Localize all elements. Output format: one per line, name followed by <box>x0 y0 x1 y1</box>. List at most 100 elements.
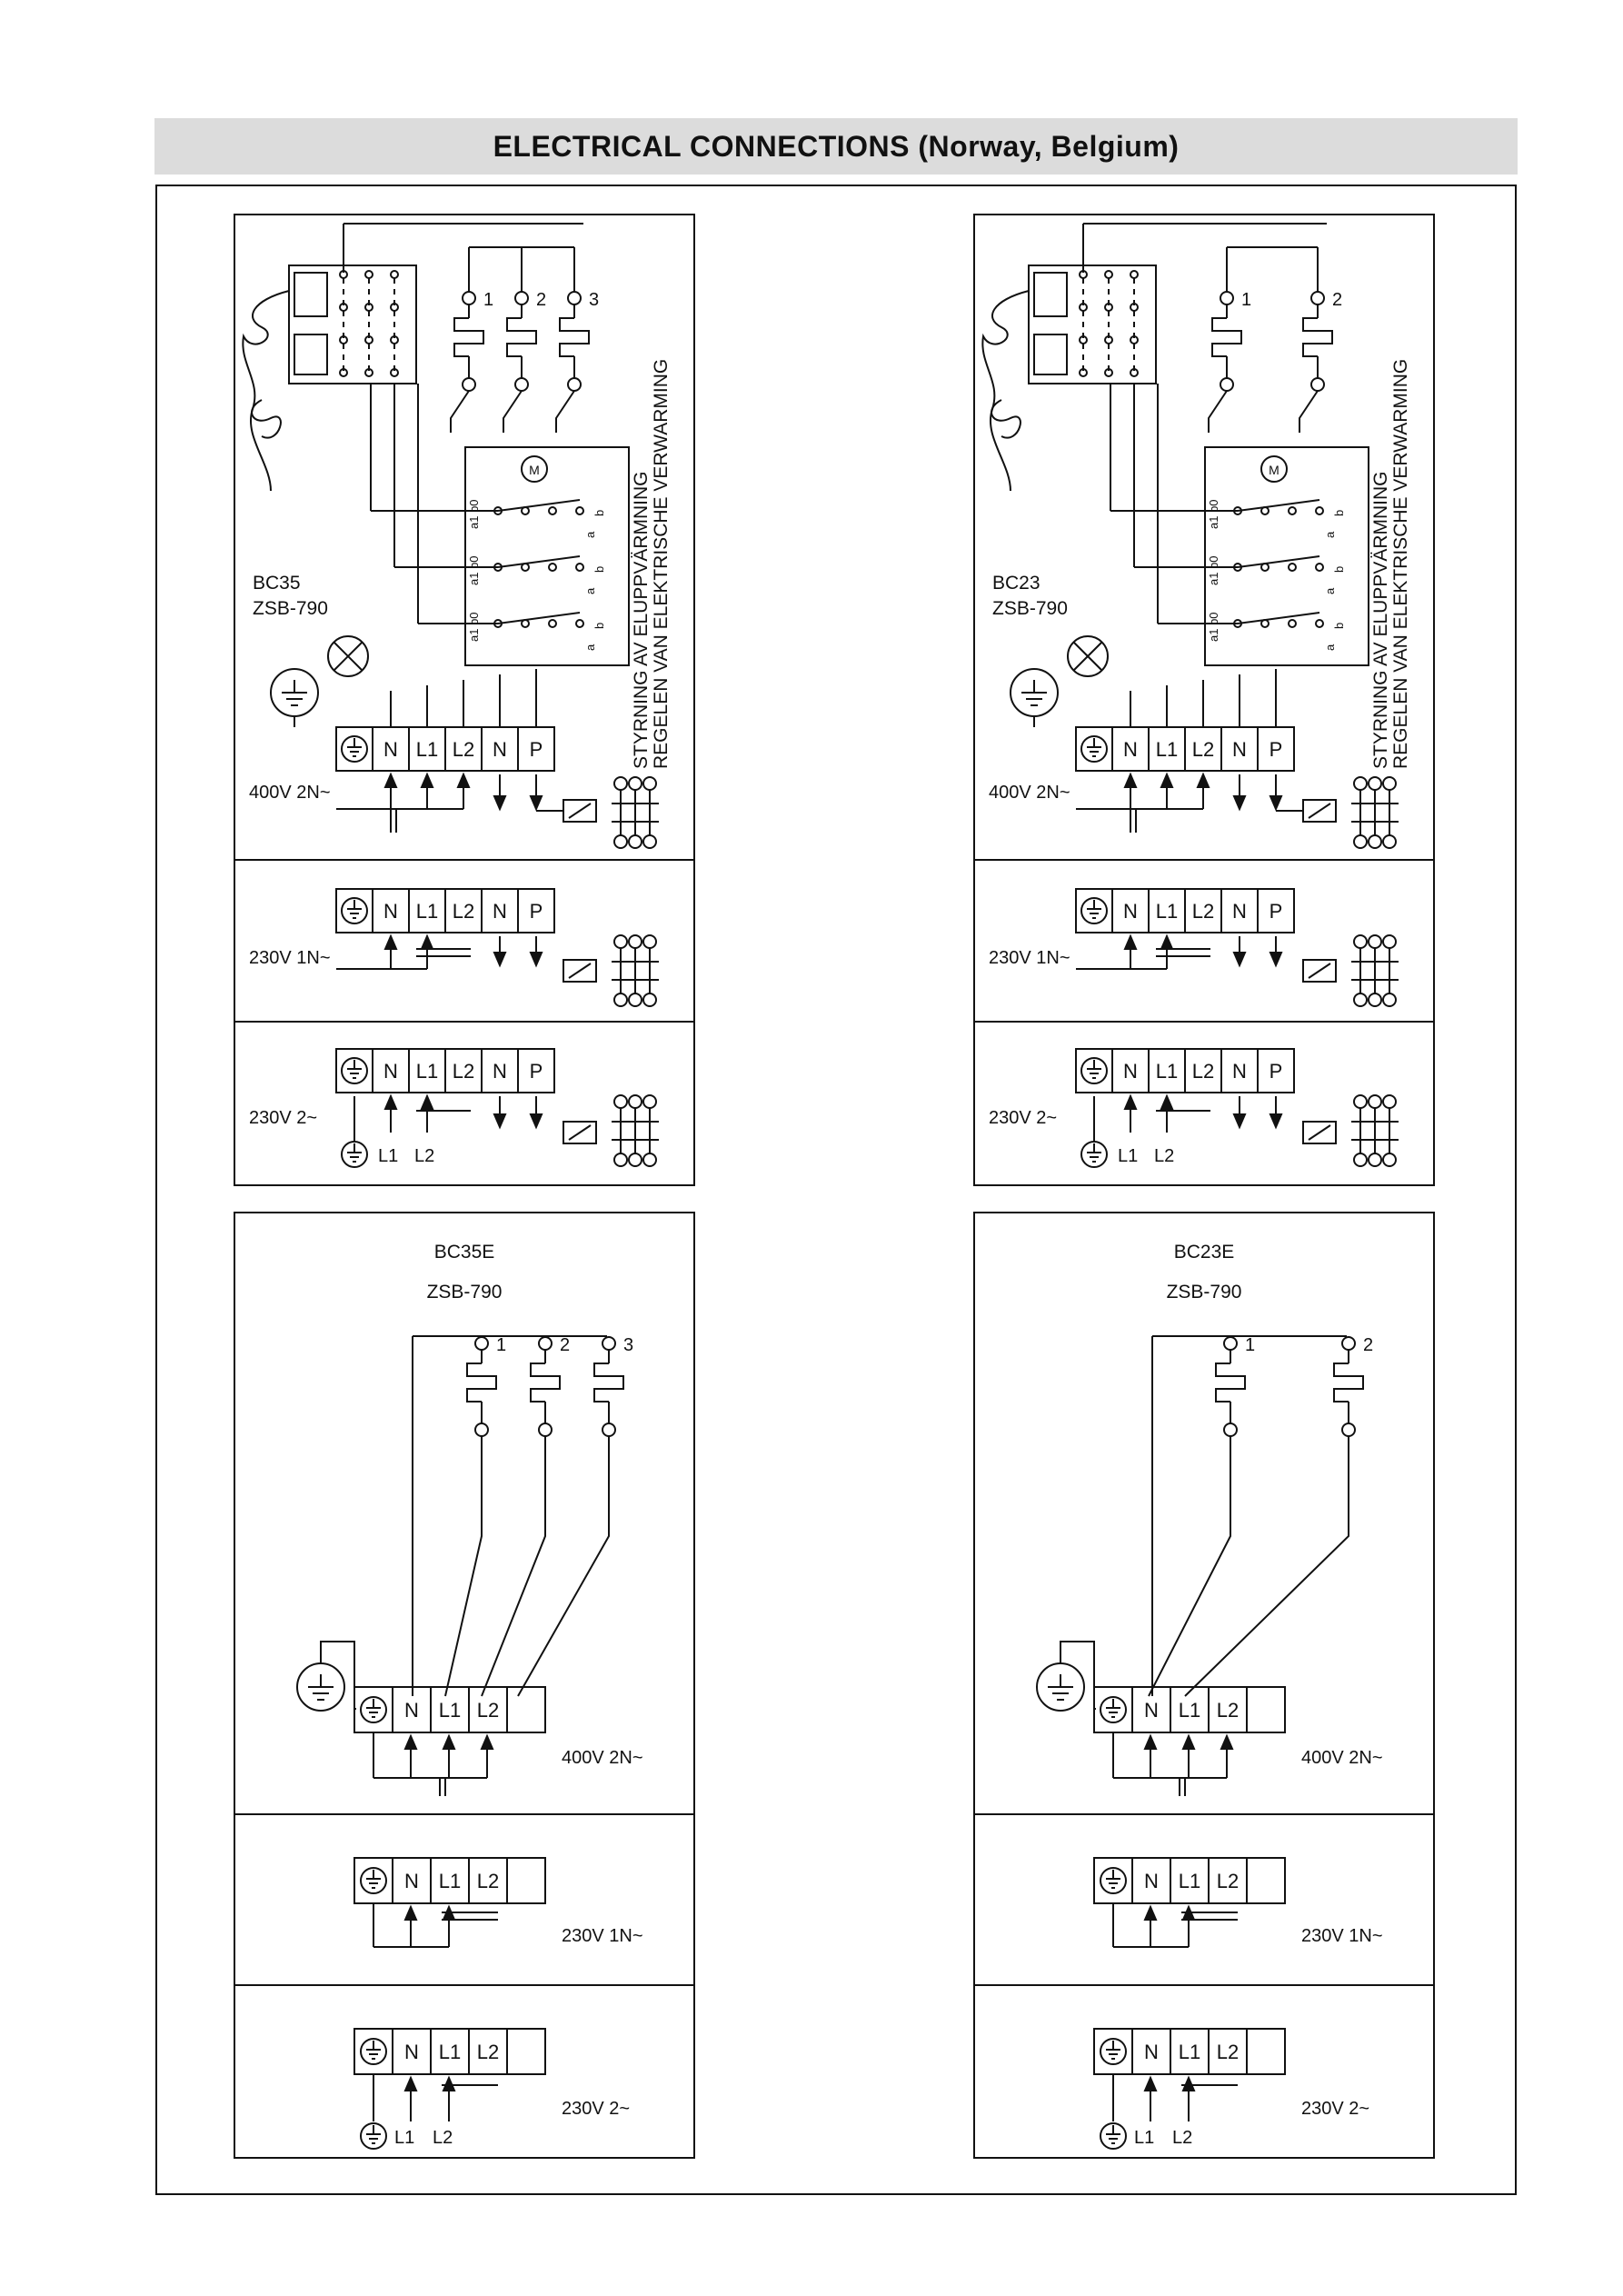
terminal-outline <box>353 1857 546 1904</box>
lamp-cross <box>334 642 363 671</box>
terminal-outline <box>353 1686 546 1733</box>
output-contacts <box>612 934 659 1007</box>
feed-label: L2 <box>433 2128 453 2148</box>
contact-node <box>1382 834 1397 849</box>
earth-icon <box>1100 2122 1127 2150</box>
relay-coil-icon <box>563 959 597 983</box>
resistor-coil <box>1211 317 1242 357</box>
element-node <box>462 377 476 392</box>
switch-label: a <box>583 644 597 651</box>
relay-coil-icon <box>563 799 597 823</box>
arrowhead <box>480 1733 494 1750</box>
element-node <box>474 1423 489 1437</box>
supply-label: 400V 2N~ <box>562 1748 643 1768</box>
capillary-tube <box>981 290 1030 492</box>
relay-coil-icon <box>1302 799 1337 823</box>
earth-circle <box>1100 1867 1127 1894</box>
contact-dot <box>390 270 399 279</box>
contact-node <box>1382 1153 1397 1167</box>
contact-node <box>1382 1094 1397 1109</box>
resistor-coil <box>466 1363 497 1403</box>
terminal-label-n: N <box>493 738 507 761</box>
terminal-label-p: P <box>530 1060 543 1083</box>
heating-element: 3 <box>559 290 599 392</box>
element-node <box>602 1423 616 1437</box>
contact-node <box>613 934 628 949</box>
element-node <box>538 1423 553 1437</box>
vertical-text-line1: STYRNING AV ELUPPVÄRMNING <box>631 471 652 769</box>
wire <box>555 390 575 433</box>
output-contacts <box>1351 1094 1399 1167</box>
earth-ground-icon <box>270 668 319 717</box>
panel-outline <box>973 1212 1435 2159</box>
element-node <box>462 291 476 305</box>
contact-node <box>613 776 628 791</box>
switch-label: a <box>1323 531 1337 538</box>
indicator-lamp-icon <box>327 635 369 677</box>
terminal-outline <box>1093 1686 1286 1733</box>
earth-circle <box>1080 735 1108 763</box>
arrowhead <box>1269 952 1283 968</box>
arrowhead <box>403 2075 418 2091</box>
page-title: ELECTRICAL CONNECTIONS (Norway, Belgium) <box>493 129 1180 163</box>
element-node <box>567 377 582 392</box>
arrowhead <box>1220 1733 1234 1750</box>
thermostat-box <box>288 265 417 384</box>
feed-label: L1 <box>378 1146 398 1166</box>
contact-node <box>1368 1153 1382 1167</box>
switch-contact <box>1288 506 1297 515</box>
coil-slash <box>1308 803 1331 819</box>
switch-contact <box>548 563 557 572</box>
arrowhead <box>1143 1904 1158 1921</box>
supply-label: 400V 2N~ <box>249 783 331 803</box>
terminal-label-l1: L1 <box>416 1060 438 1083</box>
motor-icon: M <box>529 463 540 477</box>
supply-label: 230V 2~ <box>249 1108 317 1128</box>
earth-icon <box>1100 1696 1127 1723</box>
switch-contact <box>1288 619 1297 628</box>
resistor-coil <box>453 317 484 357</box>
switch-label: b <box>592 566 606 573</box>
model-code: ZSB-790 <box>427 1282 503 1303</box>
contact-node <box>628 993 642 1007</box>
relay-coil-icon <box>1302 1121 1337 1144</box>
contact-node <box>1353 1153 1368 1167</box>
contact-node <box>1368 1094 1382 1109</box>
heating-element: 2 <box>1333 1335 1373 1437</box>
switch-lever <box>497 612 581 624</box>
thermostat-box <box>1028 265 1157 384</box>
feed-label: L2 <box>1154 1146 1174 1166</box>
arrowhead <box>1123 933 1138 950</box>
coil-slash <box>1308 963 1331 979</box>
indicator-lamp-icon <box>1067 635 1109 677</box>
lamp-circle <box>327 635 369 677</box>
switch-label: b <box>592 510 606 516</box>
earth-ground-icon <box>1036 1662 1085 1712</box>
panel-outline <box>234 1212 695 2159</box>
coil-box <box>1302 1121 1337 1144</box>
contact-dot <box>1130 270 1139 279</box>
coil-slash <box>568 1124 592 1141</box>
contact-node <box>642 1094 657 1109</box>
wire <box>1060 1641 1096 1710</box>
earth-icon <box>341 1057 368 1084</box>
motor-circle <box>1260 455 1288 483</box>
switch-contact <box>1315 619 1324 628</box>
arrowhead <box>493 952 507 968</box>
earth-icon <box>1080 897 1108 924</box>
resistor-coil <box>1333 1363 1364 1403</box>
terminal-label-p: P <box>530 900 543 923</box>
terminal-label-n: N <box>1232 900 1247 923</box>
arrowhead <box>1143 1733 1158 1750</box>
contact-dot <box>1104 270 1113 279</box>
vertical-text-line1: STYRNING AV ELUPPVÄRMNING <box>1370 471 1391 769</box>
arrowhead <box>1196 772 1210 788</box>
switch-contact <box>1288 563 1297 572</box>
resistor-coil <box>530 1363 561 1403</box>
switch-label: a <box>1323 644 1337 651</box>
terminal-label-l2: L2 <box>453 900 474 923</box>
